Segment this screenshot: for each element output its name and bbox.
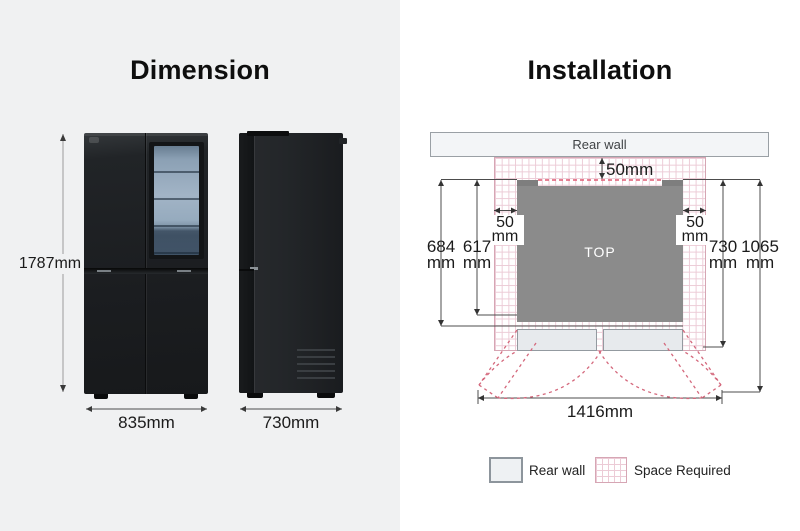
- left-hinge-tab: [517, 180, 538, 187]
- side-clearance-right-label: 50 mm: [676, 215, 714, 245]
- side-clearance-left-label: 50 mm: [486, 215, 524, 245]
- fridge-side-view: [239, 131, 347, 398]
- height-measurement-label: 1787mm: [16, 254, 84, 274]
- rear-wall-bar: Rear wall: [430, 132, 769, 157]
- side-front-foot: [247, 393, 263, 398]
- left-handle: [97, 270, 111, 272]
- side-door-edge: [239, 133, 254, 393]
- right-handle: [177, 270, 191, 272]
- lg-logo: [89, 137, 99, 143]
- center-door-seam-highlight: [146, 133, 147, 394]
- installation-title: Installation: [527, 55, 673, 85]
- rear-vents: [297, 349, 335, 379]
- dimension-panel: Dimension: [0, 0, 400, 531]
- side-door-seam: [254, 133, 255, 393]
- center-door-seam: [145, 133, 146, 394]
- right-hinge-tab: [662, 180, 683, 187]
- rear-clearance-label: 50mm: [606, 160, 654, 179]
- instaview-window: [149, 142, 204, 259]
- side-hinge-cover: [339, 138, 347, 144]
- fridge-top-view: TOP: [517, 186, 683, 322]
- legend-space-required-swatch: [595, 457, 627, 483]
- dimension-title: Dimension: [130, 55, 270, 85]
- side-top-cap: [247, 131, 289, 136]
- fridge-front-view: [84, 133, 208, 399]
- installation-panel: Installation Rear wall TOP: [400, 0, 800, 531]
- legend-rear-wall-label: Rear wall: [529, 463, 586, 478]
- legend-space-required-label: Space Required: [634, 463, 731, 478]
- front-left-foot: [94, 394, 108, 399]
- fridge-top-edge: [84, 133, 208, 136]
- left-door-top-view: [517, 329, 597, 351]
- open-door-width-label: 1416mm: [566, 402, 634, 421]
- side-door-split: [239, 269, 254, 271]
- top-view-label: TOP: [584, 244, 616, 260]
- instaview-glass: [154, 146, 199, 255]
- width-measurement-label: 835mm: [118, 413, 175, 432]
- depth-measurement-label: 730mm: [262, 413, 320, 432]
- right-door-top-view: [603, 329, 683, 351]
- side-handle: [250, 267, 258, 270]
- door-split-band: [84, 268, 208, 274]
- side-rear-foot: [317, 393, 335, 398]
- front-right-foot: [184, 394, 198, 399]
- rear-wall-bar-label: Rear wall: [572, 137, 627, 152]
- legend-rear-wall-swatch: [489, 457, 523, 483]
